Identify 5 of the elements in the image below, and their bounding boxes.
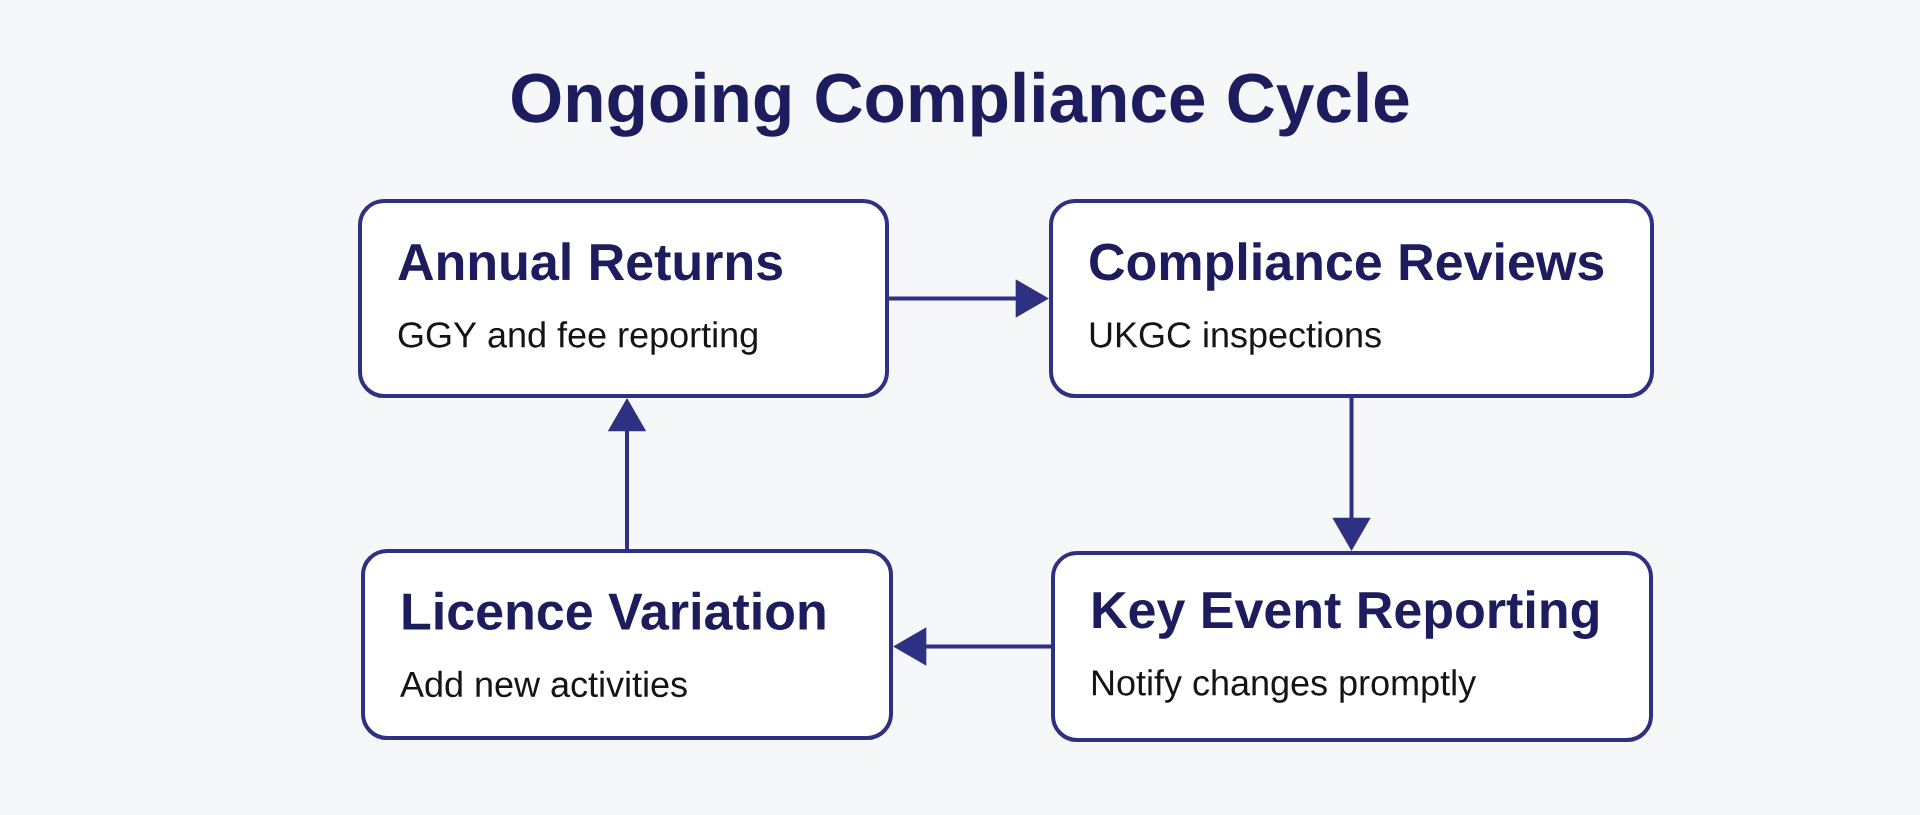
process-box: Annual Returns GGY and fee reporting: [358, 199, 889, 398]
process-box: Licence Variation Add new activities: [361, 549, 893, 740]
process-box: Compliance Reviews UKGC inspections: [1049, 199, 1654, 398]
title: Ongoing Compliance Cycle: [512, 71, 1409, 137]
process-box: Key Event Reporting Notify changes promptly: [1051, 551, 1653, 742]
